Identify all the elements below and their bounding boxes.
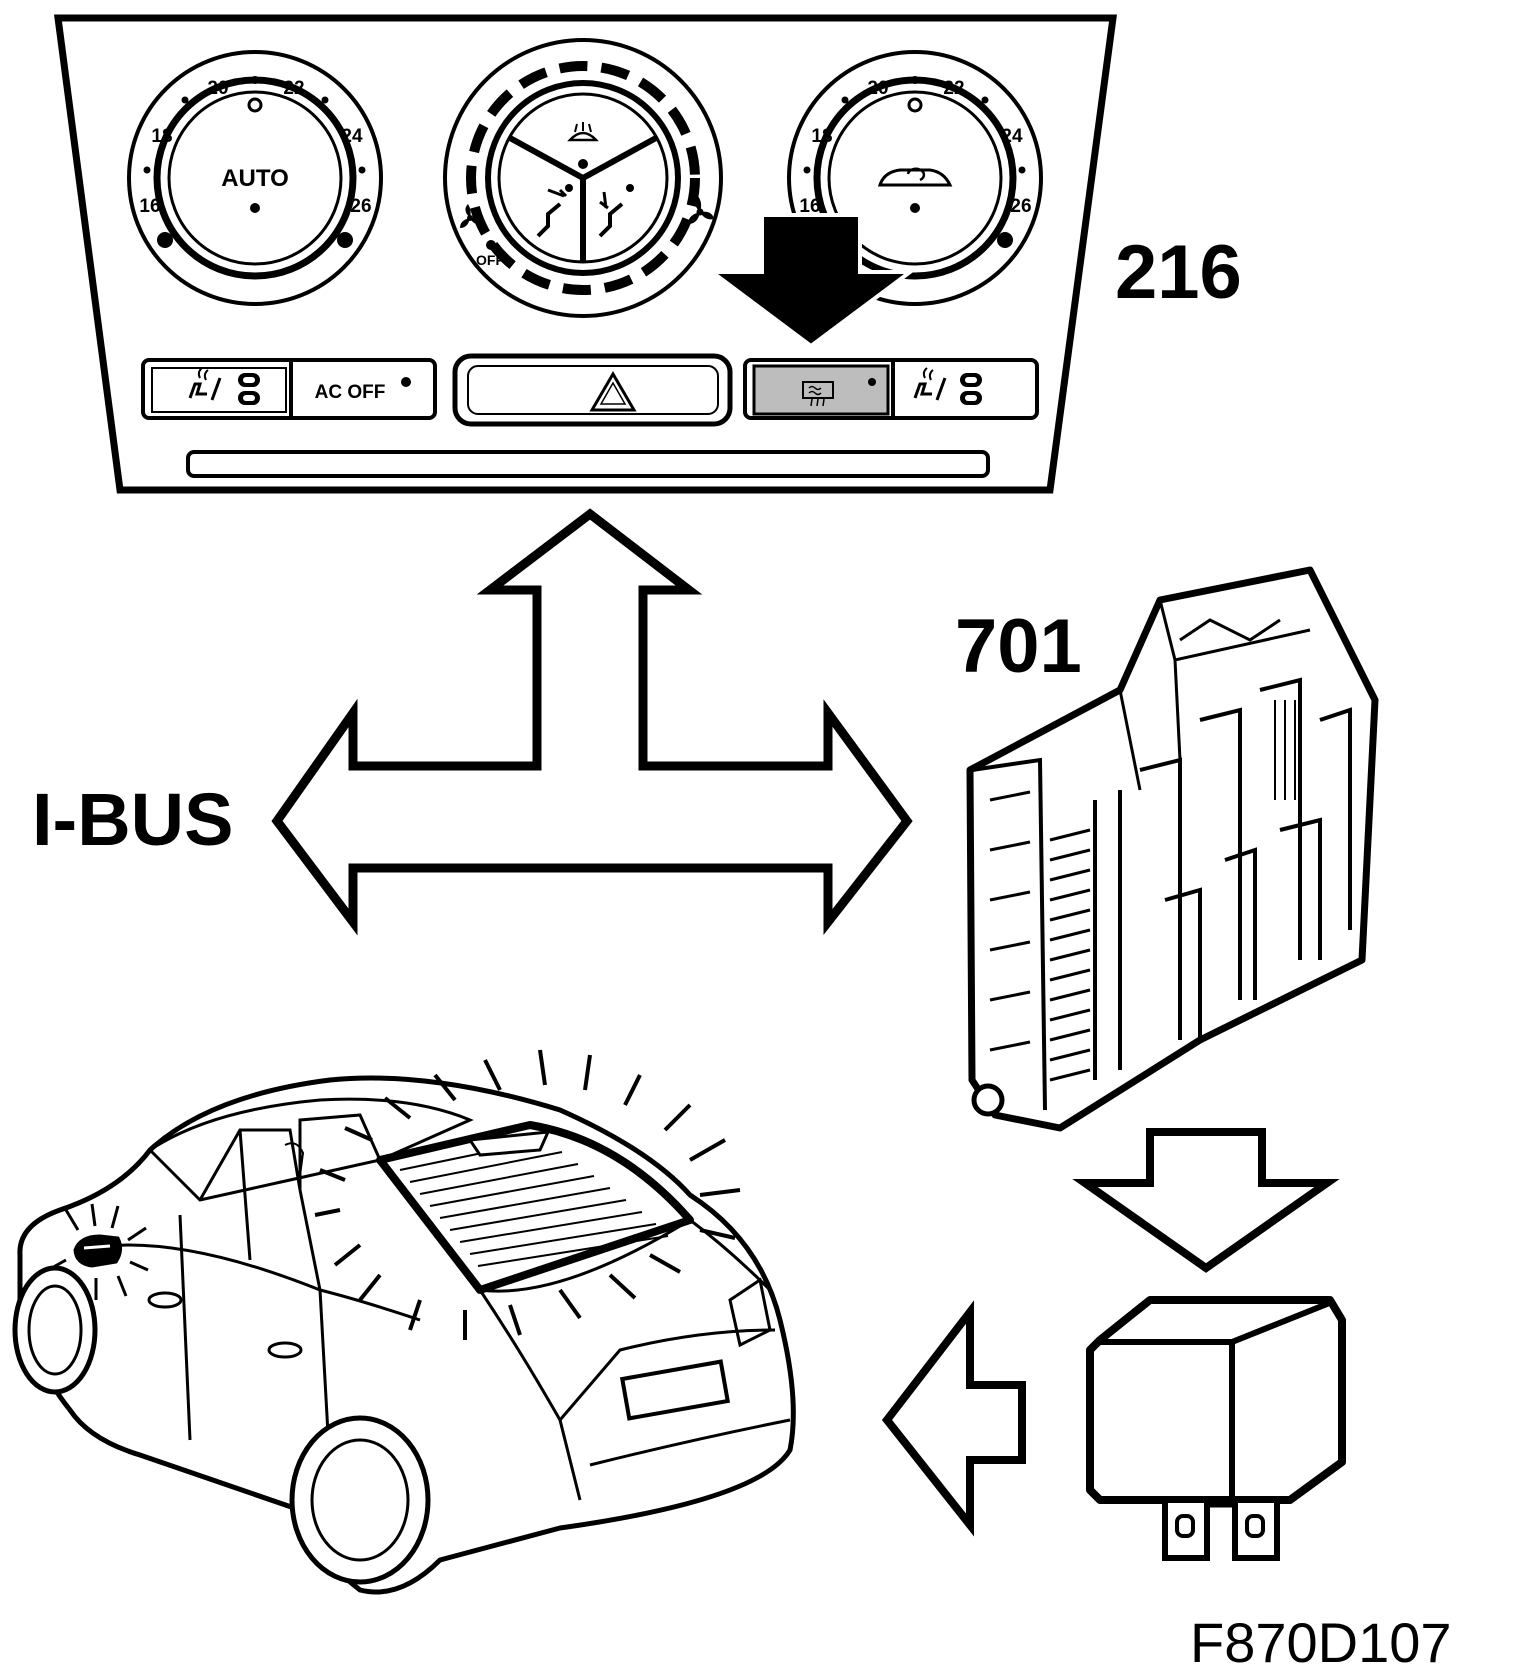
heated-rear-window (376, 1121, 694, 1294)
hazard-button[interactable] (452, 353, 733, 427)
button-row: AC OFF (141, 353, 1039, 427)
car-illustration (12, 1049, 796, 1595)
heated-mirror (73, 1234, 123, 1268)
left-dial-tick-16: 16 (139, 196, 160, 217)
right-temperature-dial[interactable]: 16 18 20 22 24 26 (787, 50, 1043, 306)
right-dial-tick-20: 20 (867, 78, 888, 99)
fan-distribution-dial[interactable]: OFF (443, 38, 723, 318)
right-dial-tick-22: 22 (943, 78, 964, 99)
module-connector-pins (989, 618, 1352, 1082)
left-dial-auto-label: AUTO (221, 165, 289, 192)
recirculation-icon (877, 167, 953, 187)
fan-off-label: OFF (476, 252, 504, 268)
mirror-heat-rays (47, 1203, 149, 1300)
rear-defrost-icon (802, 381, 834, 407)
relay (1086, 1296, 1346, 1561)
left-seat-heat-button[interactable] (188, 367, 260, 405)
left-dial-tick-24: 24 (341, 126, 363, 147)
i-bus-label: I-BUS (32, 778, 233, 861)
left-dial-tick-22: 22 (283, 78, 304, 99)
callout-216: 216 (1115, 230, 1242, 315)
seat-heat-icon (188, 367, 222, 401)
right-dial-tick-18: 18 (811, 126, 832, 147)
climate-control-panel: AUTO 16 18 20 22 24 26 (54, 14, 1117, 494)
right-dial-tick-24: 24 (1001, 126, 1023, 147)
pointer-arrow (705, 213, 917, 349)
relay-terminal-right (1232, 1497, 1280, 1561)
right-dial-tick-16: 16 (799, 196, 820, 217)
ac-off-button[interactable]: AC OFF (315, 377, 411, 403)
right-dial-tick-26: 26 (1010, 196, 1031, 217)
left-dial-tick-26: 26 (350, 196, 371, 217)
relay-terminal-left (1162, 1497, 1210, 1561)
rear-defrost-button[interactable] (752, 364, 890, 416)
fan-high-icon (688, 196, 714, 224)
left-arrow-to-car (881, 1300, 1026, 1537)
figure-id: F870D107 (1190, 1611, 1452, 1674)
windshield-defrost-icon (567, 122, 599, 142)
fan-low-icon (460, 204, 482, 228)
callout-701: 701 (955, 604, 1082, 689)
rear-window-heat-rays (314, 1049, 741, 1340)
right-seat-heat-button[interactable] (913, 367, 982, 405)
left-dial-tick-20: 20 (207, 78, 228, 99)
ac-off-label: AC OFF (315, 382, 386, 403)
i-bus-arrow (271, 508, 913, 936)
vent-face-icon (536, 184, 573, 238)
left-temperature-dial[interactable]: AUTO 16 18 20 22 24 26 (127, 50, 383, 306)
vent-feet-icon (598, 184, 634, 238)
left-dial-tick-18: 18 (151, 126, 172, 147)
control-module-701 (966, 566, 1379, 1132)
down-arrow-to-relay (1072, 1128, 1340, 1273)
seat-heat-icon (913, 367, 947, 401)
